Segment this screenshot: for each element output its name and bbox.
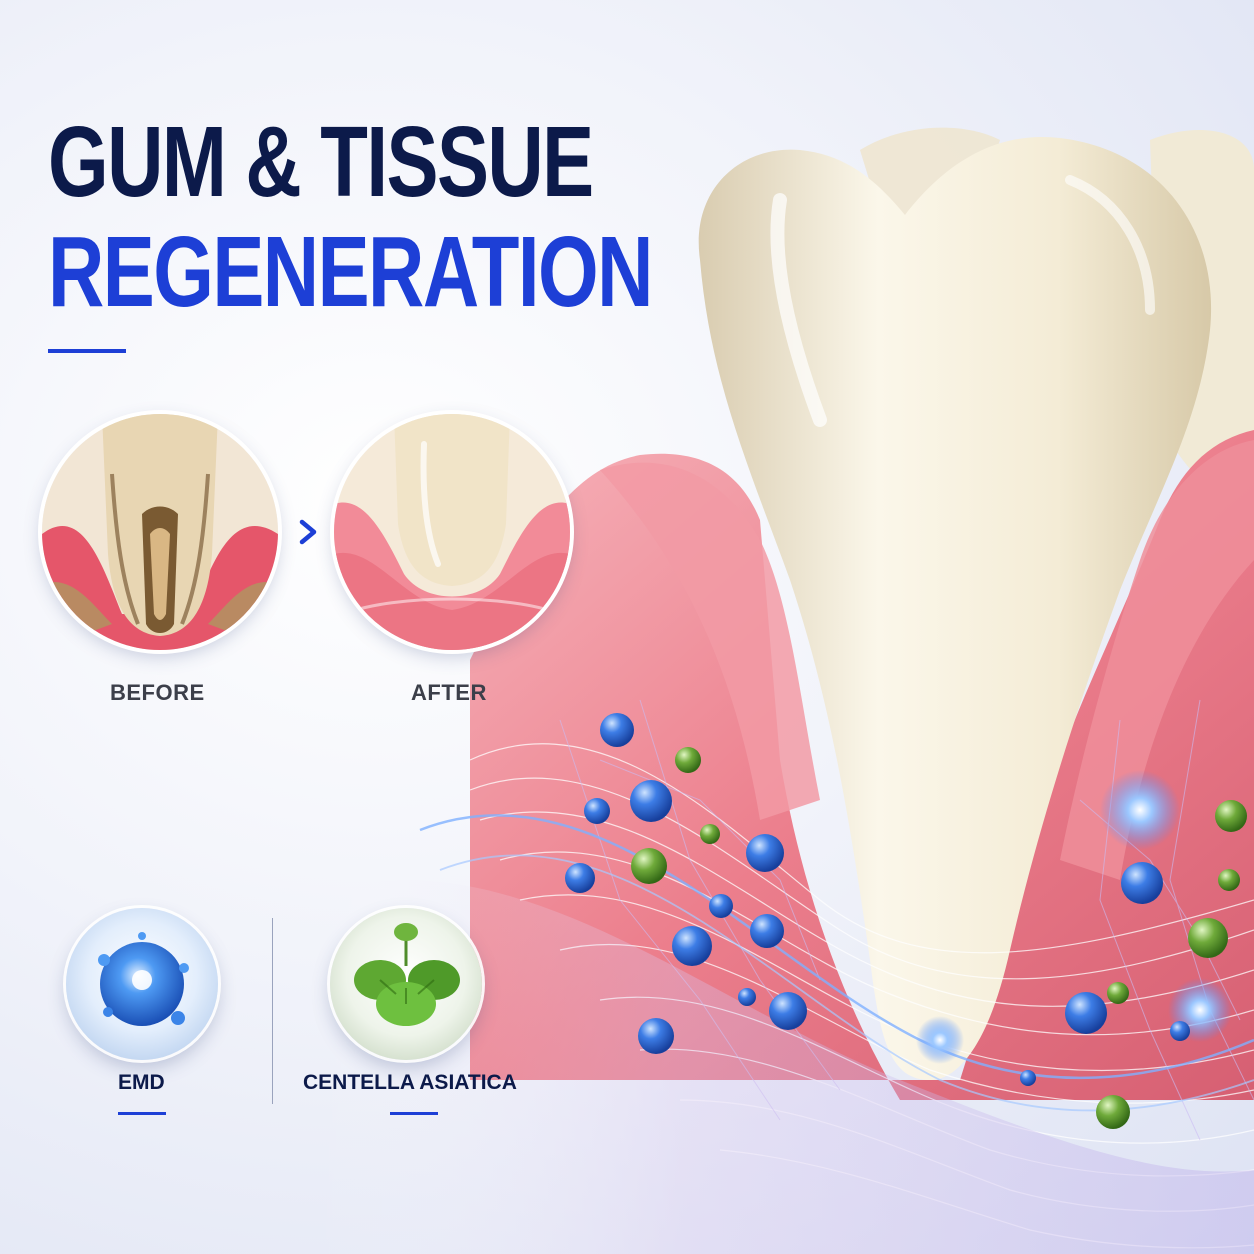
before-label: BEFORE [110, 680, 205, 705]
after-image [334, 414, 570, 650]
ingredient-label-emd: EMD [118, 1071, 165, 1094]
centella-underline [390, 1112, 438, 1115]
title-accent-line [48, 349, 126, 353]
water-sphere-icon [66, 908, 218, 1060]
molecule-orbs [565, 713, 1247, 1129]
chevron-right-icon [299, 519, 317, 545]
before-image [42, 414, 278, 650]
molar-tooth [698, 136, 1212, 1080]
ingredient-divider [272, 918, 273, 1104]
after-label: AFTER [411, 680, 487, 705]
headline-line-2: REGENERATION [48, 216, 653, 328]
centella-leaf-icon [330, 908, 482, 1060]
emd-underline [118, 1112, 166, 1115]
headline-line-1: GUM & TISSUE [48, 106, 594, 218]
ingredient-label-centella: CENTELLA ASIATICA [303, 1071, 517, 1094]
